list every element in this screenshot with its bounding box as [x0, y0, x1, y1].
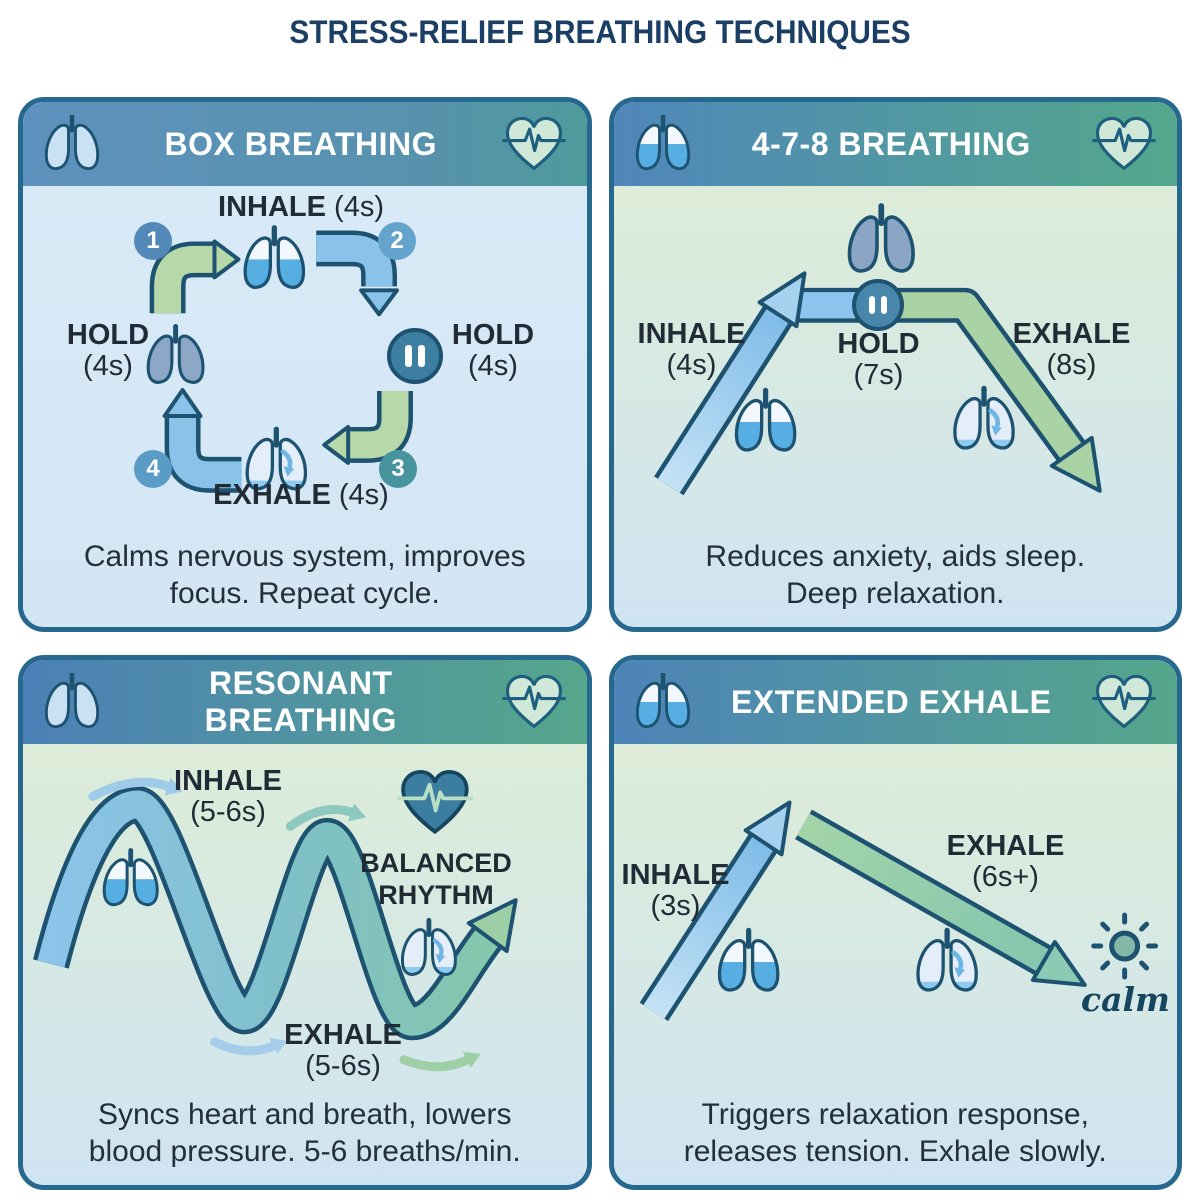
resonant-inhale-label: INHALE(5-6s): [174, 765, 282, 828]
step-2-badge: 2: [378, 222, 416, 260]
extended-exhale-label: EXHALE(6s+): [946, 830, 1065, 893]
heart-ecg-icon: [1091, 116, 1157, 170]
extended-panel-title: EXTENDED EXHALE: [731, 683, 1052, 720]
extended-panel-body: INHALE(3s) EXHALE(6s+) calm Triggers rel…: [613, 744, 1177, 1185]
accent-arrow-exhale-1: [210, 1037, 288, 1056]
478-exhale-label: EXHALE(8s): [1012, 318, 1131, 381]
step-4-badge: 4: [134, 450, 172, 488]
balanced-rhythm-heart-icon: [395, 769, 475, 834]
step-arrow-1: [149, 239, 241, 314]
accent-arrow-inhale-2: [285, 803, 367, 831]
heart-ecg-icon: [500, 116, 567, 170]
inhale-lungs-icon: [241, 228, 307, 293]
lungs-icon: [634, 115, 692, 173]
478-panel-body: INHALE(4s) HOLD(7s) EXHALE(8s) Reduces a…: [613, 186, 1177, 627]
478-caption: Reduces anxiety, aids sleep. Deep relaxa…: [705, 540, 1086, 610]
step-arrow-2: [316, 230, 399, 317]
exhale-lungs-icon: [399, 920, 459, 979]
inhale-lungs-icon: [715, 930, 781, 995]
extended-panel-header: EXTENDED EXHALE: [613, 660, 1177, 744]
lungs-icon: [634, 673, 692, 731]
step-arrow-3: [322, 391, 413, 465]
heart-ecg-icon: [500, 674, 567, 728]
panel-extended-exhale: EXTENDED EXHALE: [608, 655, 1182, 1190]
panel-box-breathing: BOX BREATHING: [18, 97, 592, 632]
box-cycle-diagram: [23, 186, 413, 627]
box-exhale-label: EXHALE (4s): [213, 479, 389, 511]
page-title: STRESS-RELIEF BREATHING TECHNIQUES: [289, 14, 911, 50]
lungs-icon: [43, 115, 101, 173]
478-panel-header: 4-7-8 BREATHING: [613, 102, 1177, 186]
box-inhale-label: INHALE (4s): [218, 191, 384, 223]
box-panel-title: BOX BREATHING: [164, 125, 438, 162]
breath-wave-arrow: [33, 785, 518, 1041]
478-inhale-label: INHALE(4s): [637, 318, 746, 381]
478-hold-label: HOLD(7s): [837, 328, 920, 391]
hold-lungs-icon: [849, 206, 913, 271]
resonant-panel-title: RESONANT BREATHING: [204, 665, 397, 738]
resonant-wave-diagram: [33, 769, 518, 1072]
balanced-rhythm-label: BALANCED RHYTHM: [360, 848, 512, 910]
panel-478-breathing: 4-7-8 BREATHING: [608, 97, 1182, 632]
sun-icon: [1090, 912, 1158, 980]
resonant-caption: Syncs heart and breath, lowers blood pre…: [88, 1098, 521, 1168]
box-hold-left-label: HOLD(4s): [66, 319, 150, 382]
panel-grid: BOX BREATHING: [18, 97, 1182, 1190]
accent-arrow-inhale-1: [88, 777, 183, 801]
resonant-panel-body: INHALE(5-6s) EXHALE(5-6s) BALANCED RHYTH…: [23, 744, 587, 1185]
pause-icon: [387, 328, 443, 384]
extended-caption: Triggers relaxation response, releases t…: [683, 1098, 1107, 1168]
box-hold-right-label: HOLD(4s): [451, 319, 535, 382]
accent-arrow-exhale-2: [399, 1051, 481, 1072]
panel-resonant-breathing: RESONANT BREATHING: [18, 655, 592, 1190]
exhale-arrow: [794, 809, 1087, 987]
step-arrow-4: [162, 388, 242, 493]
box-panel-body: INHALE (4s) HOLD(4s) HOLD(4s) EXHALE (4s…: [23, 186, 587, 627]
exhale-lungs-icon: [951, 388, 1017, 453]
heart-ecg-icon: [1091, 674, 1157, 728]
step-3-badge: 3: [379, 450, 417, 488]
resonant-panel-header: RESONANT BREATHING: [23, 660, 587, 744]
478-diagram: [653, 186, 1102, 496]
inhale-lungs-icon: [101, 851, 161, 910]
exhale-lungs-icon: [914, 930, 980, 995]
478-panel-title: 4-7-8 BREATHING: [751, 125, 1031, 162]
calm-script-label: calm: [1081, 980, 1170, 1019]
pause-icon: [851, 279, 904, 331]
extended-exhale-diagram: [639, 800, 1158, 1022]
box-panel-header: BOX BREATHING: [23, 102, 587, 186]
inhale-arrow: [653, 271, 806, 496]
resonant-exhale-label: EXHALE(5-6s): [284, 1019, 402, 1082]
step-1-badge: 1: [134, 222, 172, 260]
lungs-icon: [43, 673, 101, 731]
hold-lungs-icon: [148, 326, 203, 382]
extended-inhale-label: INHALE(3s): [621, 859, 730, 922]
box-caption: Calms nervous system, improves focus. Re…: [83, 540, 526, 610]
inhale-arrow: [639, 800, 792, 1022]
